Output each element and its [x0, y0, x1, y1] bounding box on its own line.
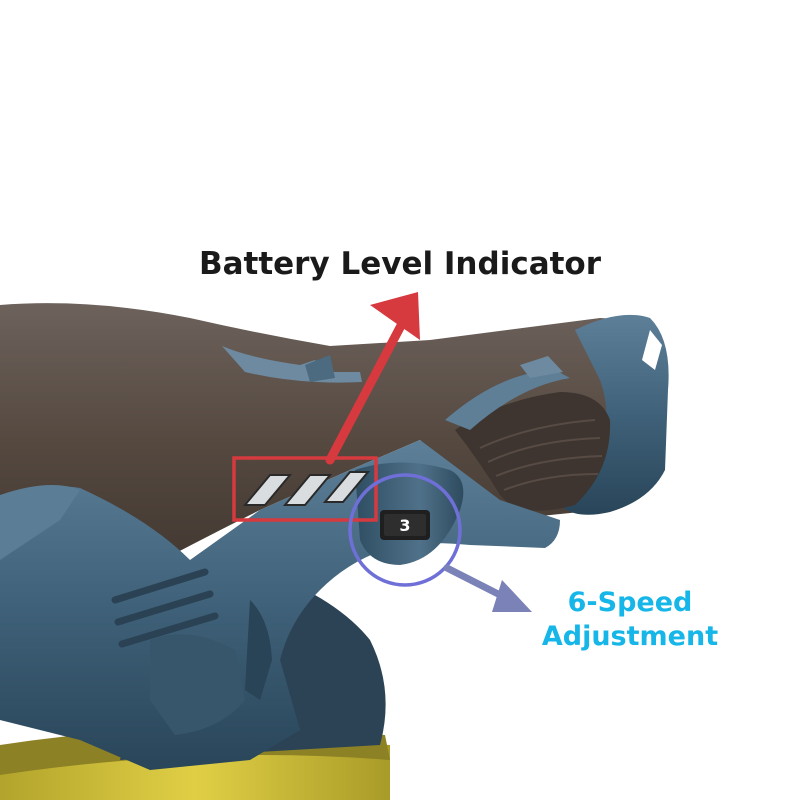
battery-level-indicator-label: Battery Level Indicator: [198, 246, 602, 282]
dial-number: 3: [399, 516, 410, 535]
battery-arrow-head: [370, 292, 420, 340]
battery-highlight-box: [232, 456, 378, 522]
side-vents: [111, 568, 219, 648]
speed-label-line-2: Adjustment: [541, 621, 719, 652]
grip-accent: [445, 370, 570, 430]
speed-highlight-circle: [348, 473, 462, 587]
speed-label-line-1: 6-Speed: [567, 587, 693, 618]
lower-panel: [150, 634, 245, 735]
speed-arrow-head: [492, 580, 532, 612]
grip-ribs: [479, 419, 603, 491]
front-nose: [0, 485, 80, 560]
battery-led-1: [242, 474, 293, 506]
speed-adjustment-label: 6-Speed Adjustment: [520, 586, 740, 654]
battery-led-slots: [242, 471, 371, 506]
battery-led-2: [282, 474, 333, 506]
battery-arrow-shaft: [325, 313, 410, 465]
battery-led-3: [322, 471, 371, 503]
rear-cap: [560, 314, 669, 515]
